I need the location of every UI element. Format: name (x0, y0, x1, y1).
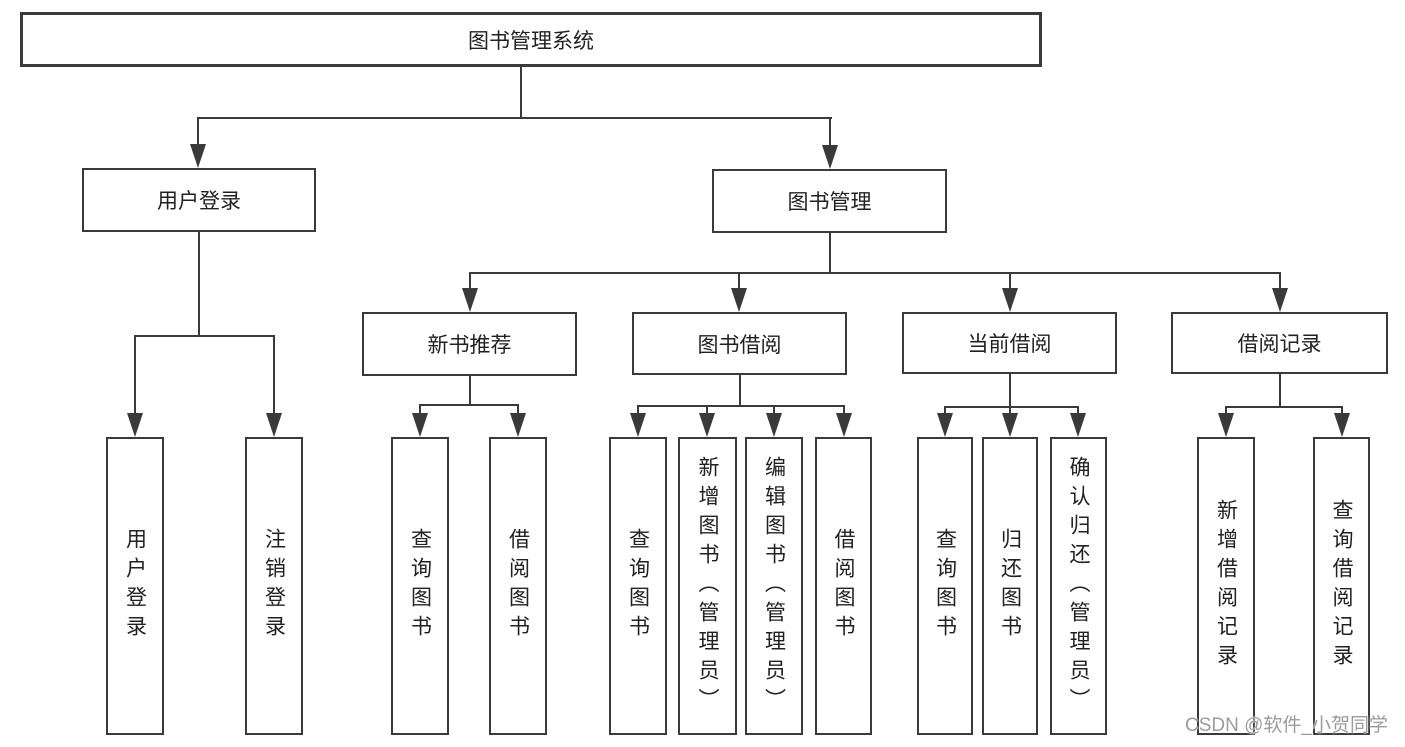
connector-vline (419, 404, 421, 417)
node-book-management: 图书管理 (712, 169, 947, 233)
node-user-login: 用户登录 (82, 168, 316, 232)
leaf-borrow-books-recommend-label: 借阅图书 (506, 528, 530, 644)
connector-vline (843, 405, 845, 417)
leaf-edit-books-admin: 编辑图书（管理员） (745, 437, 803, 735)
leaf-return-books: 归还图书 (982, 437, 1038, 735)
arrow-down-icon (836, 413, 852, 437)
arrow-down-icon (1334, 413, 1350, 437)
connector-vline (197, 117, 199, 147)
connector-vline (1009, 406, 1011, 417)
leaf-query-borrow-record: 查询借阅记录 (1313, 437, 1370, 735)
connector-vline (469, 376, 471, 406)
leaf-edit-books-admin-label: 编辑图书（管理员） (762, 455, 786, 717)
leaf-borrow-books-borrowing-label: 借阅图书 (832, 528, 855, 644)
arrow-down-icon (190, 144, 206, 168)
connector-vline (1341, 406, 1343, 417)
connector-hline (134, 335, 275, 337)
connector-vline (198, 232, 200, 337)
connector-hline (197, 117, 832, 119)
arrow-down-icon (630, 413, 646, 437)
arrow-down-icon (412, 413, 428, 437)
arrow-down-icon (1070, 413, 1086, 437)
arrow-down-icon (822, 145, 838, 169)
node-borrowing-records: 借阅记录 (1171, 312, 1388, 374)
arrow-down-icon (462, 288, 478, 312)
connector-hline (1225, 406, 1343, 408)
node-book-borrowing: 图书借阅 (632, 312, 847, 375)
leaf-confirm-return-admin: 确认归还（管理员） (1050, 437, 1107, 735)
leaf-add-books-admin: 新增图书（管理员） (678, 437, 737, 735)
arrow-down-icon (510, 413, 526, 437)
arrow-down-icon (699, 413, 715, 437)
arrow-down-icon (731, 288, 747, 312)
connector-vline (829, 117, 831, 147)
node-current-borrowing: 当前借阅 (902, 312, 1117, 374)
leaf-user-login: 用户登录 (106, 437, 164, 735)
arrow-down-icon (1272, 288, 1288, 312)
connector-vline (1225, 406, 1227, 417)
connector-hline (944, 406, 1079, 408)
arrow-down-icon (766, 413, 782, 437)
leaf-query-borrow-record-label: 查询借阅记录 (1330, 499, 1353, 673)
connector-vline (1077, 406, 1079, 417)
connector-vline (739, 375, 741, 407)
leaf-add-borrow-record: 新增借阅记录 (1197, 437, 1255, 735)
connector-vline (773, 405, 775, 417)
leaf-logout-label: 注销登录 (262, 528, 286, 644)
connector-hline (469, 272, 1281, 274)
leaf-query-books-borrowing: 查询图书 (609, 437, 667, 735)
arrow-down-icon (1002, 288, 1018, 312)
leaf-borrow-books-borrowing: 借阅图书 (815, 437, 872, 735)
arrow-down-icon (127, 413, 143, 437)
leaf-user-login-label: 用户登录 (123, 528, 147, 644)
connector-vline (637, 405, 639, 417)
leaf-add-borrow-record-label: 新增借阅记录 (1214, 499, 1238, 673)
arrow-down-icon (937, 413, 953, 437)
connector-vline (1279, 374, 1281, 408)
leaf-logout: 注销登录 (245, 437, 303, 735)
connector-vline (134, 335, 136, 415)
arrow-down-icon (1218, 413, 1234, 437)
node-new-book-recommend: 新书推荐 (362, 312, 577, 376)
leaf-query-books-borrowing-label: 查询图书 (626, 528, 650, 644)
leaf-return-books-label: 归还图书 (998, 528, 1022, 644)
leaf-add-books-admin-label: 新增图书（管理员） (696, 455, 719, 717)
leaf-query-books-recommend-label: 查询图书 (408, 528, 432, 644)
connector-vline (517, 404, 519, 417)
connector-vline (1009, 272, 1011, 290)
connector-hline (637, 405, 845, 407)
node-root: 图书管理系统 (20, 12, 1042, 67)
leaf-query-books-recommend: 查询图书 (391, 437, 449, 735)
connector-vline (944, 406, 946, 417)
leaf-confirm-return-admin-label: 确认归还（管理员） (1067, 455, 1090, 717)
connector-vline (738, 272, 740, 290)
connector-vline (273, 335, 275, 415)
arrow-down-icon (1002, 413, 1018, 437)
leaf-query-books-current-label: 查询图书 (933, 528, 957, 644)
connector-vline (520, 65, 522, 119)
leaf-query-books-current: 查询图书 (917, 437, 973, 735)
connector-vline (1009, 374, 1011, 408)
connector-vline (706, 405, 708, 417)
connector-hline (419, 404, 519, 406)
arrow-down-icon (266, 413, 282, 437)
csdn-watermark: CSDN @软件_小贺同学 (1185, 715, 1388, 736)
connector-vline (829, 233, 831, 274)
connector-vline (1279, 272, 1281, 290)
connector-vline (469, 272, 471, 290)
leaf-borrow-books-recommend: 借阅图书 (489, 437, 547, 735)
